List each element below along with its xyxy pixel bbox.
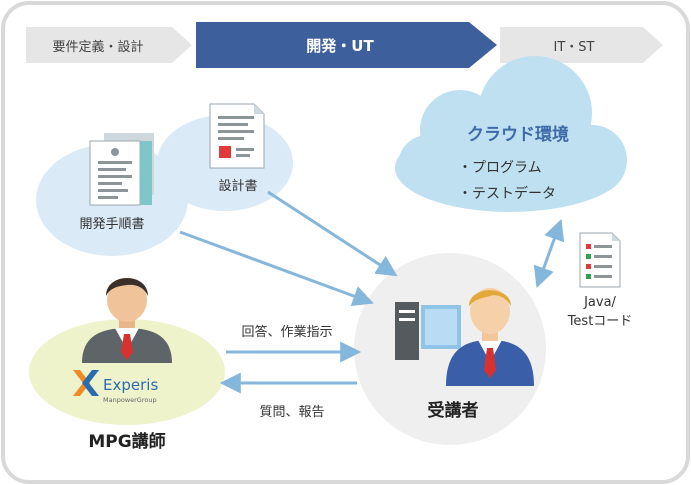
phase-label-design: 要件定義・設計 (52, 39, 143, 55)
student-label: 受講者 (428, 400, 479, 421)
arrow-cloud-testcode (533, 219, 565, 288)
procedure-doc-icon (89, 133, 154, 206)
experis-logo-name: Experis (103, 376, 158, 394)
test-code-label-line1: Java/ (583, 295, 616, 310)
arrow-procedure-to-student (179, 230, 374, 307)
cloud-title: クラウド環境 (467, 124, 569, 145)
experis-logo-sub: ManpowerGroup (103, 396, 157, 404)
cloud-item-program: ・プログラム (458, 160, 542, 176)
phase-chevron-dev (196, 22, 497, 68)
experis-logo: Experis ManpowerGroup (73, 370, 158, 404)
cloud-shape (395, 56, 627, 212)
arrow-design-to-student (267, 190, 398, 277)
test-code-label-line2: Testコード (567, 314, 633, 329)
flow-label-to-instructor: 質問、報告 (259, 405, 324, 420)
phase-chevron-it (500, 27, 663, 63)
procedure-doc-label: 開発手順書 (79, 217, 144, 232)
student-icon (395, 288, 534, 386)
design-doc-icon (209, 103, 265, 169)
phase-label-it: IT・ST (554, 40, 595, 55)
instructor-label: MPG講師 (88, 431, 165, 452)
flow-label-to-student: 回答、作業指示 (241, 324, 332, 340)
instructor-bg-circle (29, 319, 225, 425)
cloud-item-testdata: ・テストデータ (458, 185, 556, 202)
test-code-icon (579, 232, 621, 288)
flow-arrows (179, 190, 565, 394)
instructor-icon (82, 278, 172, 363)
phase-label-dev: 開発・UT (306, 37, 374, 55)
phase-bar: 要件定義・設計 開発・UT IT・ST (26, 22, 663, 68)
design-doc-label: 設計書 (218, 178, 257, 194)
phase-chevron-design (26, 27, 192, 63)
